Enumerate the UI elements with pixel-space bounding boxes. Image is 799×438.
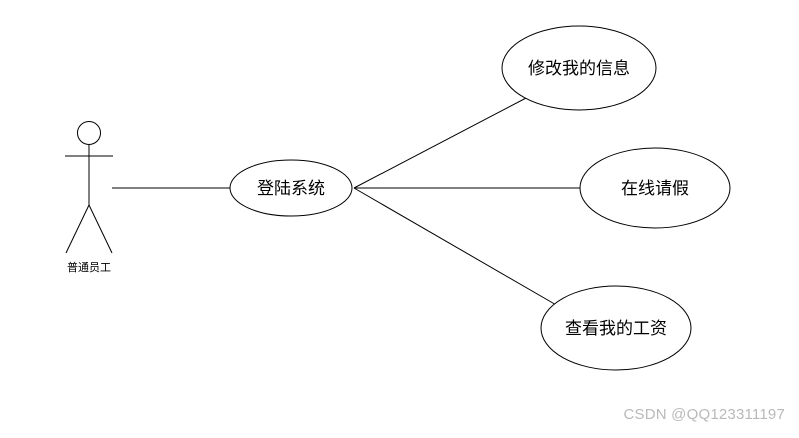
use-case-modify-info-ellipse <box>501 25 657 111</box>
use-case-view-salary-ellipse <box>540 285 692 371</box>
use-case-view-salary: 查看我的工资 <box>540 285 692 371</box>
use-case-modify-info: 修改我的信息 <box>501 25 657 111</box>
use-case-leave-request: 在线请假 <box>579 147 731 229</box>
watermark-text: CSDN @QQ123311197 <box>623 406 785 423</box>
actor-employee <box>65 121 113 254</box>
use-case-login-label: 登陆系统 <box>257 179 325 199</box>
actor-leg-right <box>88 204 113 254</box>
use-case-leave-request-label: 在线请假 <box>621 179 689 199</box>
association-login-view-salary <box>353 187 559 307</box>
use-case-modify-info-label: 修改我的信息 <box>528 59 630 79</box>
use-case-view-salary-label: 查看我的工资 <box>565 319 667 339</box>
use-case-login-ellipse <box>229 159 353 217</box>
actor-leg-left <box>65 204 90 254</box>
actor-head <box>77 121 101 145</box>
use-case-login: 登陆系统 <box>229 159 353 217</box>
association-login-modify-info <box>353 96 529 189</box>
use-case-leave-request-ellipse <box>579 147 731 229</box>
actor-label: 普通员工 <box>67 260 111 274</box>
